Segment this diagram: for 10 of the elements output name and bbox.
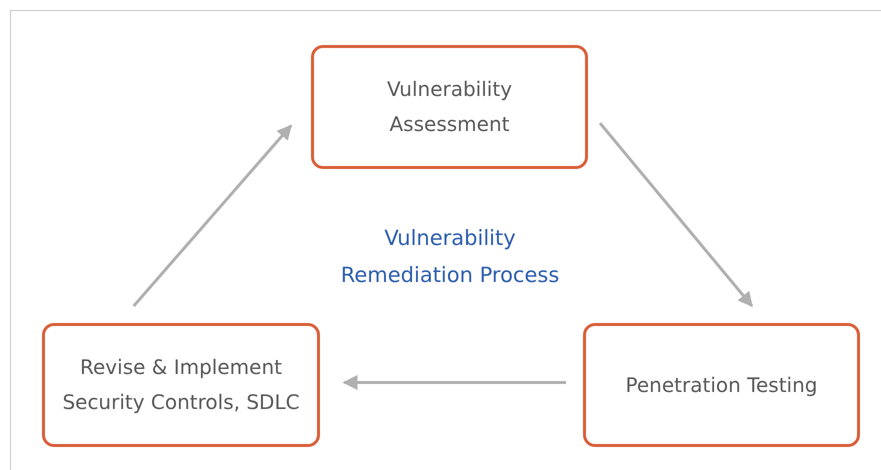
process-box bbox=[311, 45, 588, 169]
process-box bbox=[42, 323, 320, 447]
box-label: Penetration Testing bbox=[626, 372, 818, 398]
arrow bbox=[598, 122, 754, 308]
box-label: Revise & Implement Security Controls, SDLC bbox=[61, 354, 301, 416]
arrow bbox=[342, 375, 566, 390]
process-box bbox=[583, 323, 860, 447]
arrow bbox=[132, 124, 292, 307]
center-title: Vulnerability Remediation Process bbox=[340, 225, 560, 289]
box-label: Vulnerability Assessment bbox=[386, 76, 514, 138]
